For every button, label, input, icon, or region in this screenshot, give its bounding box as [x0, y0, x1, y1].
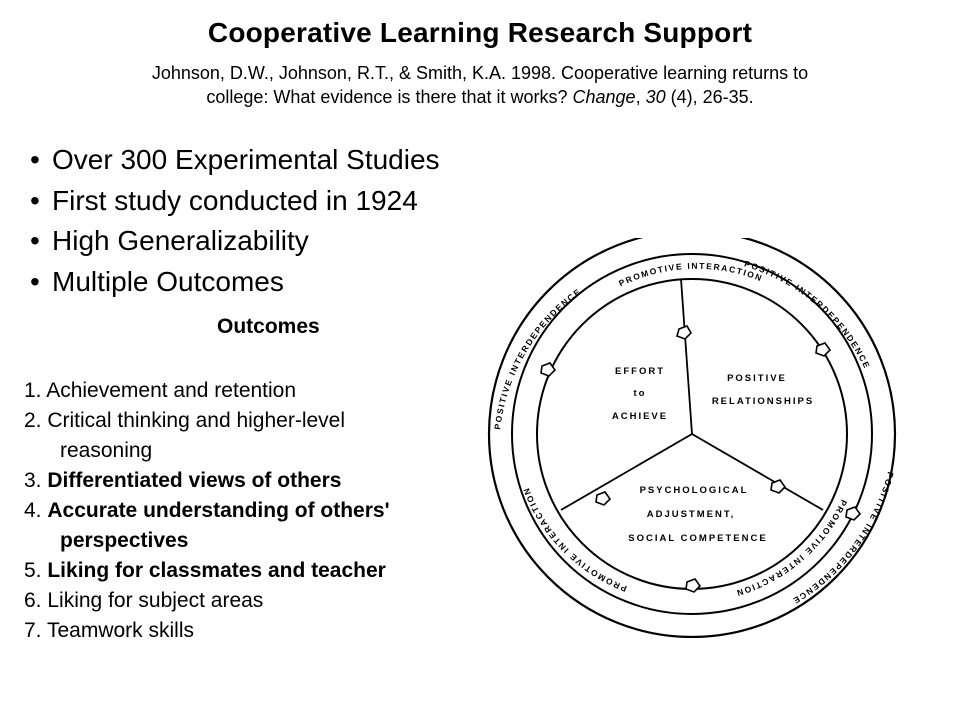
outcomes-heading: Outcomes — [217, 315, 320, 338]
outcome-number: 4. — [24, 499, 48, 522]
arrow-node-3 — [770, 479, 787, 494]
outcome-number: 7. — [24, 619, 47, 642]
outcome-continuation-text: perspectives — [60, 529, 189, 552]
ring-label-interdependence-top-path: POSITIVE INTERDEPENDENCE — [492, 286, 581, 430]
label-achieve: ACHIEVE — [612, 411, 668, 422]
outcome-text: Liking for subject areas — [47, 589, 264, 612]
arrow-node-5 — [595, 491, 612, 506]
outer-ring-outline — [487, 238, 897, 638]
bullet-item: • Over 300 Experimental Studies — [30, 140, 440, 181]
label-effort: EFFORT — [615, 366, 665, 377]
citation-line-2: college: What evidence is there that it … — [40, 85, 920, 109]
bullet-text: Multiple Outcomes — [52, 265, 284, 297]
label-positive: POSITIVE — [727, 373, 787, 384]
label-social-competence: SOCIAL COMPETENCE — [628, 533, 767, 544]
citation: Johnson, D.W., Johnson, R.T., & Smith, K… — [40, 61, 920, 109]
bullet-glyph: • — [30, 184, 40, 216]
outcome-item: 5. Liking for classmates and teacher — [24, 556, 390, 586]
divider-left — [560, 433, 693, 511]
arrow-node-7 — [845, 506, 862, 521]
divider-right — [691, 433, 824, 511]
label-adjustment: ADJUSTMENT, — [647, 509, 736, 520]
outcome-number: 2. — [24, 409, 48, 432]
citation-line-1: Johnson, D.W., Johnson, R.T., & Smith, K… — [151, 63, 809, 83]
arrow-node-6 — [540, 362, 557, 377]
outcome-text: Differentiated views of others — [47, 469, 342, 492]
outcome-text: Teamwork skills — [46, 619, 194, 642]
outcome-item: 6. Liking for subject areas — [24, 586, 390, 616]
bullet-item: • First study conducted in 1924 — [30, 181, 440, 222]
cooperative-learning-cycle-diagram: EFFORT to ACHIEVE POSITIVE RELATIONSHIPS… — [487, 238, 897, 638]
ring-label-interdependence-top: POSITIVE INTERDEPENDENCE — [492, 286, 583, 430]
outcome-continuation: reasoning — [60, 439, 153, 462]
outcome-item: 2. Critical thinking and higher-level — [24, 406, 390, 436]
bullet-item: • High Generalizability — [30, 221, 440, 262]
citation-journal: Change — [572, 87, 636, 107]
outcome-number: 3. — [24, 469, 48, 492]
label-relationships: RELATIONSHIPS — [712, 396, 814, 407]
bullet-glyph: • — [30, 144, 40, 175]
outcome-text: Accurate understanding of others' — [47, 499, 390, 522]
outcome-number: 6. — [24, 589, 48, 612]
outcomes-list: 1. Achievement and retention 2. Critical… — [24, 376, 390, 646]
outcome-text: Critical thinking and higher-level — [47, 409, 346, 432]
citation-sep: , — [635, 87, 646, 107]
bullet-text: Over 300 Experimental Studies — [52, 144, 440, 175]
arrow-node-4 — [685, 578, 702, 593]
divider-top — [680, 278, 693, 435]
bullet-text: First study conducted in 1924 — [52, 184, 418, 216]
middle-ring-outline — [511, 253, 873, 615]
bullet-glyph: • — [30, 265, 40, 297]
citation-tail: (4), 26-35. — [665, 87, 754, 107]
citation-text: college: What evidence is there that it … — [206, 87, 573, 107]
outcome-number: 5. — [24, 559, 48, 582]
ring-label-promotive-top: PROMOTIVE INTERACTION — [617, 261, 764, 289]
outcome-text: Liking for classmates and teacher — [47, 559, 386, 582]
label-psychological: PSYCHOLOGICAL — [640, 485, 749, 496]
outcome-continuation: perspectives — [24, 526, 390, 556]
bullet-text: High Generalizability — [52, 225, 309, 256]
outcome-item: 1. Achievement and retention — [24, 376, 390, 406]
outcome-text: Achievement and retention — [46, 379, 297, 402]
label-effort-to: to — [634, 388, 647, 399]
arrow-node-2 — [815, 342, 832, 357]
cycle-arrow-nodes — [540, 325, 862, 593]
citation-volume: 30 — [645, 87, 666, 107]
outcome-number: 1. — [24, 379, 47, 402]
outcome-item: 7. Teamwork skills — [24, 616, 390, 646]
evidence-bullet-list: • Over 300 Experimental Studies • First st… — [30, 140, 440, 302]
bullet-glyph: • — [30, 225, 40, 256]
ring-label-promotive-top-path: PROMOTIVE INTERACTION — [617, 261, 763, 289]
outcome-item: 3. Differentiated views of others — [24, 466, 390, 496]
slide-title: Cooperative Learning Research Support — [207, 17, 753, 48]
bullet-item: • Multiple Outcomes — [30, 262, 440, 303]
outcome-item: 4. Accurate understanding of others' — [24, 496, 390, 526]
arrow-node-1 — [676, 325, 692, 340]
